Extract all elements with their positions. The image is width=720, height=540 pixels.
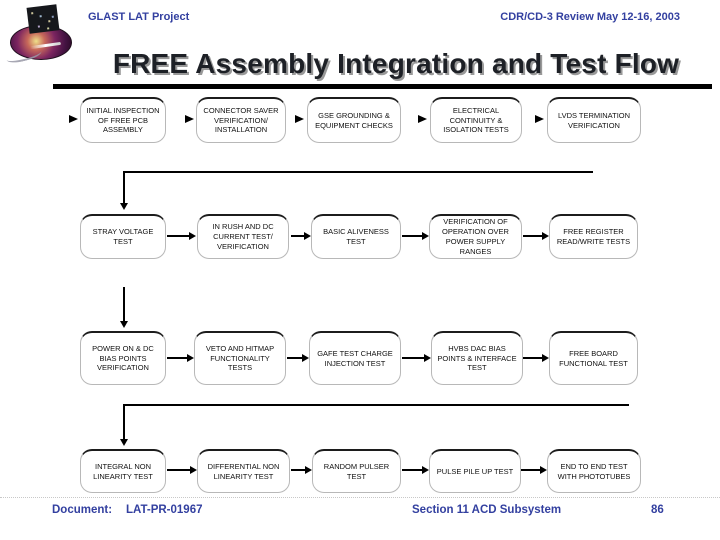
flow-step-box: INITIAL INSPECTION OF FREE PCB ASSEMBLY	[80, 97, 166, 143]
header-review-label: CDR/CD-3 Review May 12-16, 2003	[500, 11, 680, 23]
flow-arrow-right	[402, 232, 429, 239]
flow-arrow-right	[523, 232, 549, 239]
flow-arrow-right	[291, 232, 311, 239]
flow-step-box: FREE BOARD FUNCTIONAL TEST	[549, 331, 638, 385]
flow-step-box: VERIFICATION OF OPERATION OVER POWER SUP…	[429, 214, 522, 259]
flow-arrowhead-icon	[185, 115, 194, 123]
footer-document-label: Document:	[52, 504, 113, 516]
flow-step-box: HVBS DAC BIAS POINTS & INTERFACE TEST	[431, 331, 523, 385]
flow-step-box: END TO END TEST WITH PHOTOTUBES	[547, 449, 641, 493]
flow-step-box: POWER ON & DC BIAS POINTS VERIFICATION	[80, 331, 166, 385]
flow-step-box: CONNECTOR SAVER VERIFICATION/ INSTALLATI…	[196, 97, 286, 143]
flow-arrow-right	[167, 354, 194, 361]
feedback-line-row1-row2	[123, 171, 593, 173]
flow-arrow-right	[287, 354, 309, 361]
flow-arrowhead-icon	[295, 115, 304, 123]
flow-step-box: FREE REGISTER READ/WRITE TESTS	[549, 214, 638, 259]
flow-step-box: GAFE TEST CHARGE INJECTION TEST	[309, 331, 401, 385]
flow-step-box: LVDS TERMINATION VERIFICATION	[547, 97, 641, 143]
flow-arrowhead-icon	[535, 115, 544, 123]
flow-arrow-right	[402, 466, 429, 473]
flow-arrow-right	[523, 354, 549, 361]
flow-step-box: ELECTRICAL CONTINUITY & ISOLATION TESTS	[430, 97, 522, 143]
flow-step-box: INTEGRAL NON LINEARITY TEST	[80, 449, 166, 493]
flow-arrow-right	[167, 232, 196, 239]
footer-section-label: Section 11 ACD Subsystem	[412, 504, 562, 516]
footer-document-number: LAT-PR-01967	[126, 504, 203, 516]
header-project-label: GLAST LAT Project	[88, 11, 190, 23]
slide-title: FREE Assembly Integration and Test Flow	[112, 48, 680, 79]
flow-arrow-down	[120, 404, 127, 446]
flow-step-box: BASIC ALIVENESS TEST	[311, 214, 401, 259]
footer-divider	[0, 497, 720, 498]
flow-step-box: RANDOM PULSER TEST	[312, 449, 401, 493]
title-underline-bar	[53, 84, 712, 89]
flow-arrowhead-icon	[69, 115, 78, 123]
glast-mission-logo	[5, 4, 76, 66]
flow-step-box: PULSE PILE UP TEST	[429, 449, 521, 493]
flow-arrow-right	[521, 466, 547, 473]
flow-step-box: GSE GROUNDING & EQUIPMENT CHECKS	[307, 97, 401, 143]
flow-arrow-down	[120, 287, 127, 328]
logo-detector-chip-graphic	[26, 4, 60, 34]
flow-step-box: IN RUSH AND DC CURRENT TEST/ VERIFICATIO…	[197, 214, 289, 259]
flow-arrow-right	[167, 466, 197, 473]
flow-arrow-down	[120, 171, 127, 210]
flow-arrow-right	[291, 466, 312, 473]
flow-step-box: DIFFERENTIAL NON LINEARITY TEST	[197, 449, 290, 493]
flow-arrowhead-icon	[418, 115, 427, 123]
feedback-line-row3-row4	[123, 404, 629, 406]
flow-arrow-right	[402, 354, 431, 361]
logo-swoosh-graphic	[5, 45, 43, 66]
flow-step-box: STRAY VOLTAGE TEST	[80, 214, 166, 259]
flow-step-box: VETO AND HITMAP FUNCTIONALITY TESTS	[194, 331, 286, 385]
footer-page-number: 86	[651, 504, 664, 516]
